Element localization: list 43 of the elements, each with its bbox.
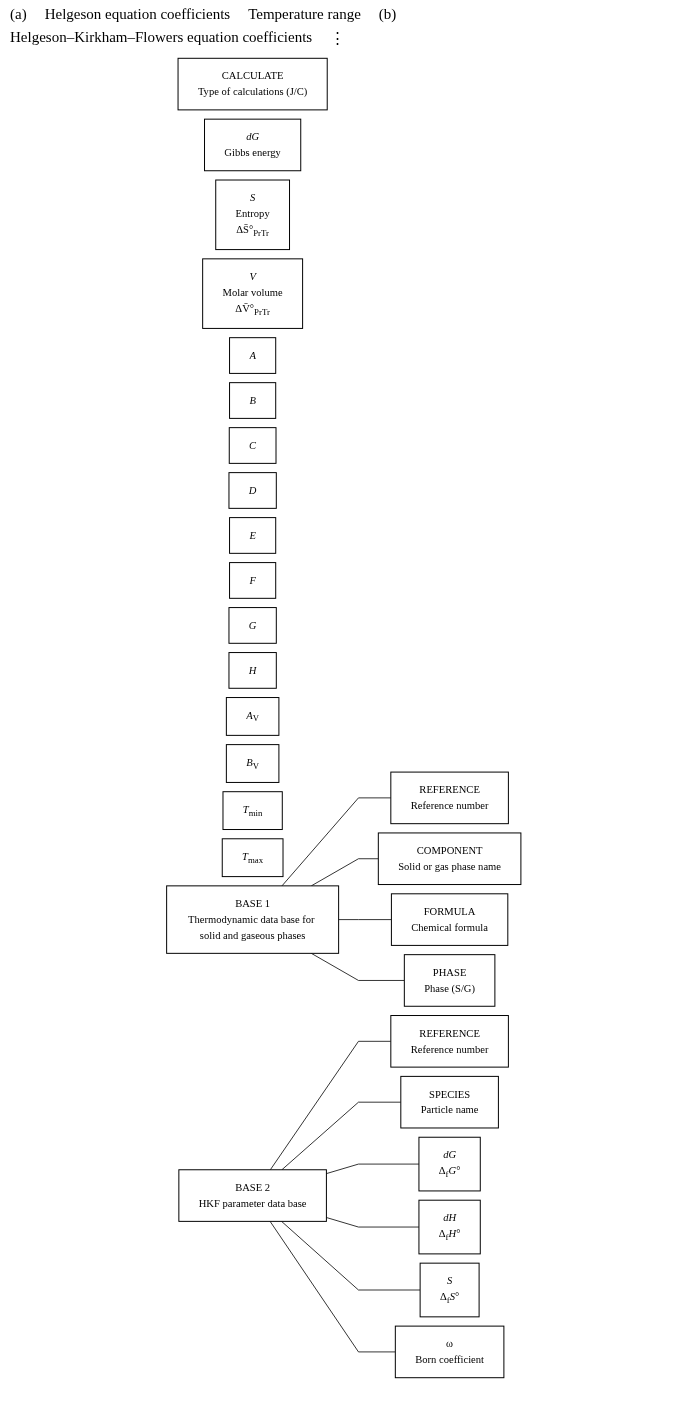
node-box: T$_{max}$ [222,838,284,878]
connector [281,797,392,887]
node-box: V Molar volume ΔV̄°$_{PrTr}$ [202,258,304,329]
node-box: C [229,427,277,464]
node-box: B [229,382,277,419]
node-box: S Entropy ΔS̄°$_{PrTr}$ [215,179,291,251]
node-box: G [228,607,278,644]
node-box: REFERENCE Reference number [390,771,510,825]
connector [269,1220,396,1353]
node-box: dG Gibbs energy [204,118,302,172]
node-box: H [228,652,278,689]
connector [270,1040,392,1171]
node-box: A [229,337,277,374]
node-box: CALCULATE Type of calculations (J/C) [177,57,328,111]
note-text: Helgeson equation coefficients [44,6,231,23]
node-box: D [228,472,278,509]
node-box: A$_{V}$ [226,697,280,736]
note-text: (a) [10,6,27,23]
node-box: T$_{min}$ [222,791,283,830]
node-box: BASE 1 Thermodynamic data base for solid and gaseous phases [166,885,340,954]
node-box: FORMULA Chemical formula [391,893,509,946]
connector [281,1220,421,1291]
node-box: S Δ$_{f}$S° [419,1262,480,1318]
node-box: BASE 2 HKF parameter data base [178,1169,328,1222]
node-box: F [229,562,277,599]
node-box: E [229,517,277,554]
note-text: Temperature range [248,6,361,23]
connector [326,1217,420,1228]
node-box: dG Δ$_{f}$G° [418,1136,481,1192]
note-text: (b) [378,6,397,23]
connector [311,952,405,981]
node-box: ω Born coefficient [395,1325,505,1379]
connector [338,919,393,920]
connector [326,1163,420,1174]
node-box: REFERENCE Reference number [390,1015,510,1068]
node-box: COMPONENT Solid or gas phase name [378,832,522,886]
note-text: ⋮ [330,29,346,47]
node-box: B$_{V}$ [226,744,280,783]
node-box: dH Δ$_{f}$H° [418,1199,481,1255]
connector [311,858,379,887]
connector [281,1101,402,1171]
node-box: PHASE Phase (S/G) [404,954,496,1007]
node-box: SPECIES Particle name [400,1075,500,1129]
